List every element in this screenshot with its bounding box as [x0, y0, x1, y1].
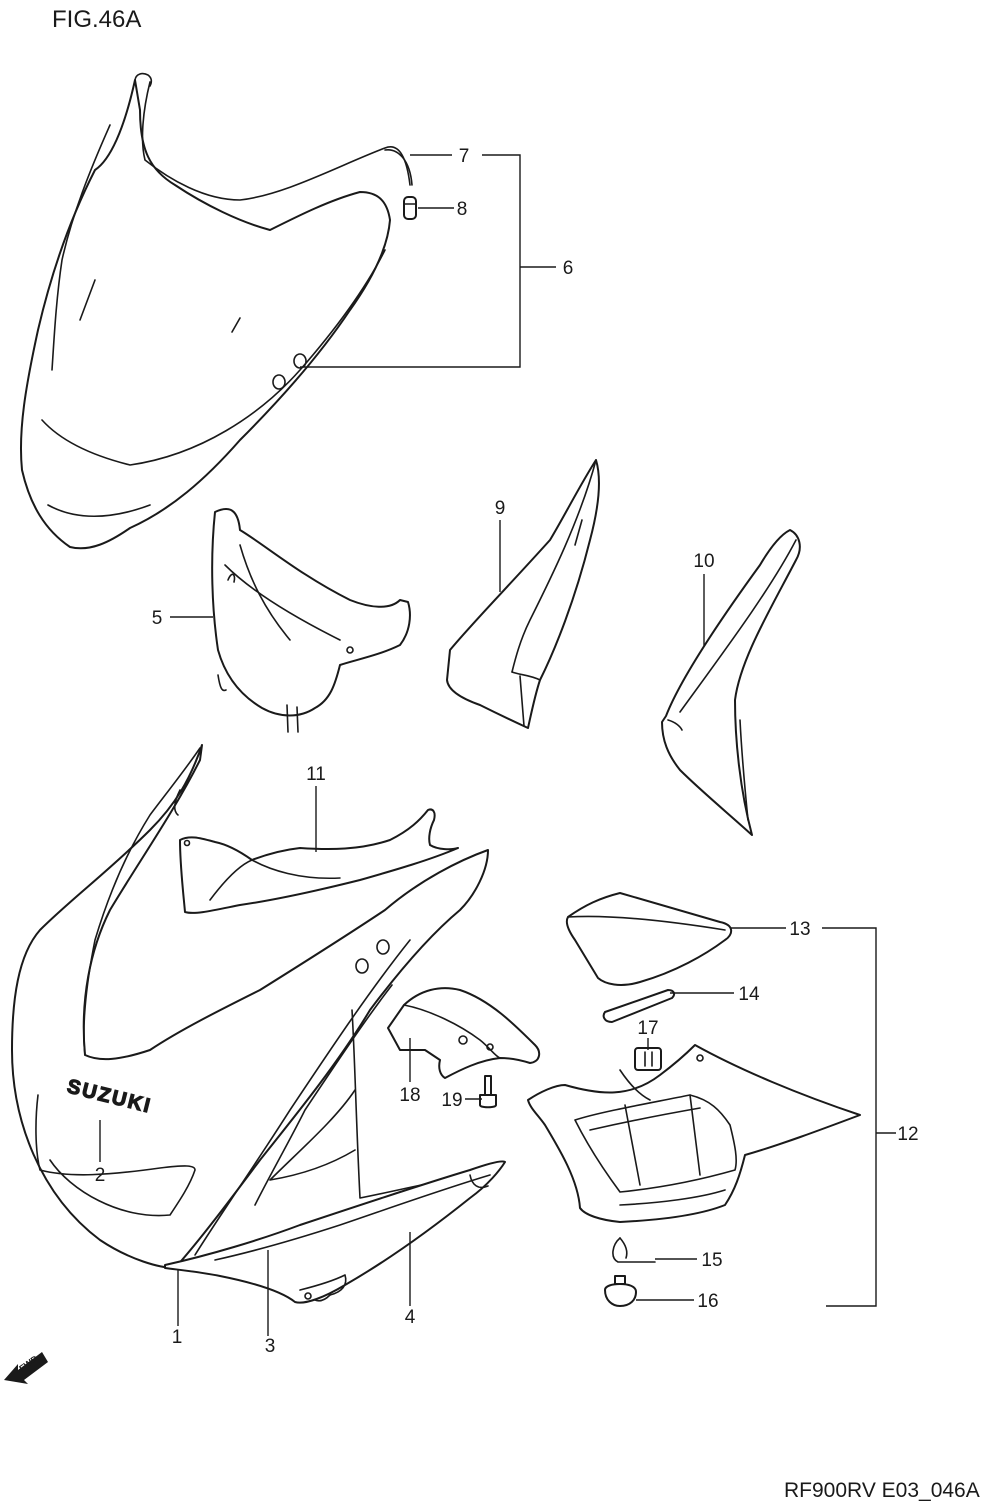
callout-10: 10: [693, 551, 714, 572]
cover-13: [565, 892, 733, 986]
strip-14: [602, 989, 676, 1023]
callout-19: 19: [441, 1090, 462, 1111]
side-panel-9: [446, 459, 600, 729]
bolt-19: [479, 1075, 497, 1109]
callout-16: 16: [697, 1291, 718, 1312]
inner-cowling: [211, 508, 411, 733]
inner-panel-11: [179, 808, 459, 914]
callout-7: 7: [459, 146, 470, 167]
hook-15: [612, 1237, 656, 1263]
figure-title: FIG.46A: [52, 6, 141, 33]
callout-2: 2: [95, 1165, 106, 1186]
callout-3: 3: [265, 1336, 276, 1357]
callout-6: 6: [563, 258, 574, 279]
side-panel-10: [661, 529, 801, 836]
callout-18: 18: [399, 1085, 420, 1106]
callout-15: 15: [701, 1250, 722, 1271]
under-cowl: [164, 1160, 506, 1304]
grommet-16: [604, 1275, 637, 1307]
callout-14: 14: [738, 984, 760, 1005]
drawing-code: RF900RV E03_046A: [784, 1479, 980, 1502]
callout-1: 1: [172, 1327, 183, 1348]
callout-4: 4: [405, 1307, 416, 1328]
leader-lines: [99, 154, 896, 1336]
clip-part: [403, 196, 417, 220]
fwd-direction-badge: FWD: [4, 1352, 48, 1384]
callout-12: 12: [897, 1124, 918, 1145]
callout-11: 11: [306, 764, 326, 785]
windscreen: [19, 72, 411, 550]
windscreen-trim: [384, 149, 413, 186]
callout-8: 8: [457, 199, 468, 220]
callout-17: 17: [637, 1018, 658, 1039]
bracket-18: [387, 987, 541, 1079]
callout-9: 9: [495, 498, 506, 519]
side-pocket-12: [527, 1044, 861, 1223]
callout-labels: 1 2 3 4 5 6 7 8 9 10 11 12 13 14 15 16 1…: [95, 146, 919, 1357]
callout-13: 13: [789, 919, 810, 940]
callout-5: 5: [152, 608, 163, 629]
front-cowl: [11, 744, 489, 1269]
cap-17: [634, 1047, 662, 1071]
